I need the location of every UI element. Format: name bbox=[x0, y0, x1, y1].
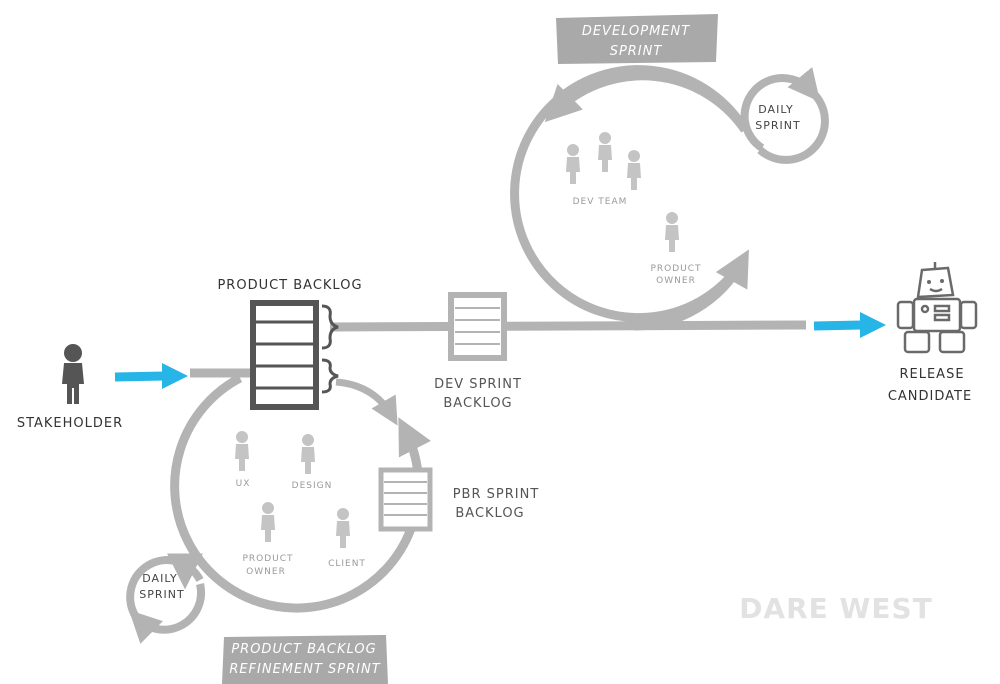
banner-line-2: SPRINT bbox=[610, 44, 663, 59]
dev-team-label: DEV TEAM bbox=[573, 197, 628, 207]
pbr-banner-line-1: PRODUCT BACKLOG bbox=[231, 642, 376, 657]
ux-label: UX bbox=[236, 479, 251, 489]
stakeholder-label: STAKEHOLDER bbox=[17, 416, 123, 431]
client-label: CLIENT bbox=[328, 559, 366, 569]
daily-sprint-bottom-line-2: SPRINT bbox=[139, 588, 184, 601]
main-flow-line bbox=[190, 320, 807, 378]
product-owner-bottom-line-2: OWNER bbox=[246, 567, 286, 577]
product-backlog-icon bbox=[250, 300, 319, 410]
person-icon bbox=[336, 508, 350, 548]
product-owner-bottom-line-1: PRODUCT bbox=[242, 554, 293, 564]
person-icon bbox=[235, 431, 249, 471]
product-owner-top-line-1: PRODUCT bbox=[650, 264, 701, 274]
person-icon bbox=[301, 434, 315, 474]
pbr-sprint-backlog-line-2: BACKLOG bbox=[455, 506, 524, 521]
stakeholder-icon bbox=[62, 344, 84, 404]
pbr-sprint-backlog-line-1: PBR SPRINT bbox=[453, 487, 540, 502]
daily-sprint-top-line-1: DAILY bbox=[758, 103, 793, 116]
development-sprint-banner: DEVELOPMENT SPRINT bbox=[556, 14, 718, 64]
robot-icon bbox=[896, 262, 978, 354]
daily-sprint-top-line-2: SPRINT bbox=[755, 119, 800, 132]
design-label: DESIGN bbox=[292, 481, 333, 491]
banner-line-1: DEVELOPMENT bbox=[582, 24, 690, 39]
dev-sprint-backlog-icon bbox=[448, 292, 507, 361]
dev-sprint-backlog-line-2: BACKLOG bbox=[443, 396, 512, 411]
pbr-sprint-backlog-icon bbox=[378, 467, 433, 532]
person-icon bbox=[627, 150, 641, 190]
product-backlog-label: PRODUCT BACKLOG bbox=[217, 278, 362, 293]
backlog-braces bbox=[321, 304, 339, 394]
release-candidate-line-1: RELEASE bbox=[899, 367, 964, 382]
daily-sprint-cycle-bottom bbox=[126, 556, 206, 644]
dev-sprint-backlog-line-1: DEV SPRINT bbox=[434, 377, 522, 392]
dev-team-people bbox=[566, 132, 679, 252]
stakeholder-arrow-icon bbox=[114, 363, 188, 389]
person-icon bbox=[598, 132, 612, 172]
pbr-banner-line-2: REFINEMENT SPRINT bbox=[229, 662, 380, 677]
person-icon bbox=[261, 502, 275, 542]
product-owner-top-line-2: OWNER bbox=[656, 276, 696, 286]
development-sprint-cycle bbox=[510, 65, 749, 331]
daily-sprint-cycle-top bbox=[740, 67, 829, 164]
release-candidate-line-2: CANDIDATE bbox=[888, 389, 972, 404]
release-arrow-icon bbox=[813, 312, 886, 338]
brand-logo: DARE WEST bbox=[739, 592, 933, 625]
person-icon bbox=[665, 212, 679, 252]
person-icon bbox=[566, 144, 580, 184]
pbr-banner: PRODUCT BACKLOG REFINEMENT SPRINT bbox=[222, 635, 388, 684]
daily-sprint-bottom-line-1: DAILY bbox=[142, 572, 177, 585]
